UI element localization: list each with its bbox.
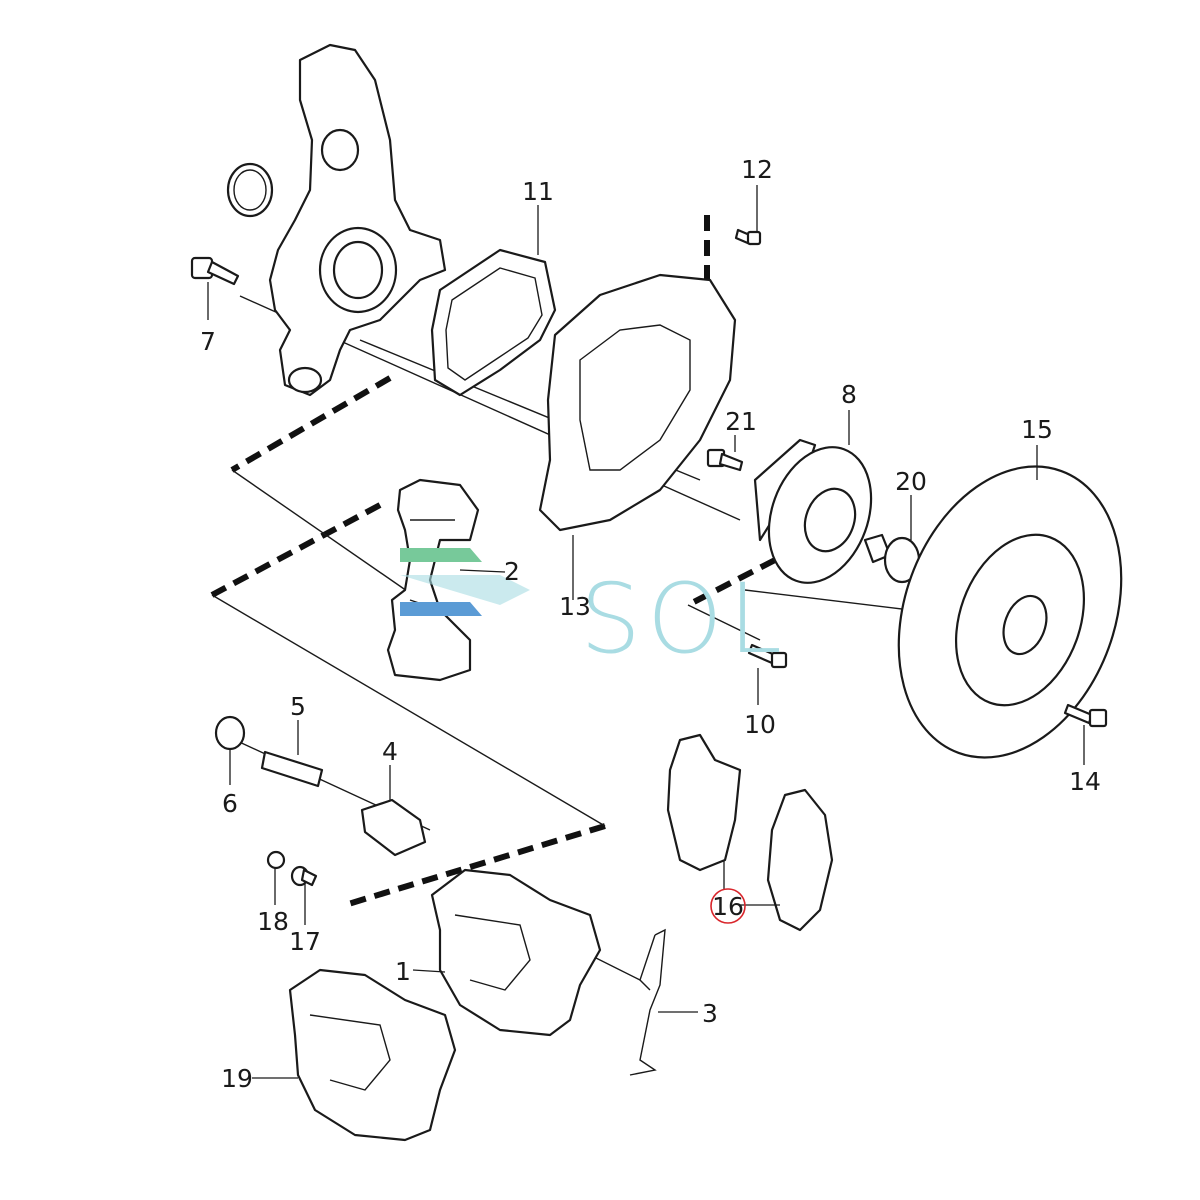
- wheel-hub-8: [753, 438, 892, 584]
- guide-bushing-4: [360, 798, 427, 857]
- callout-1: 1: [395, 957, 411, 986]
- callout-13: 13: [559, 592, 591, 621]
- callout-8: 8: [841, 380, 857, 409]
- watermark: SOL: [400, 548, 788, 675]
- gasket-11: [430, 248, 557, 397]
- alignment-dashes: [210, 215, 777, 908]
- callout-10: 10: [744, 710, 776, 739]
- guide-pin-cap-6: [214, 715, 246, 751]
- callout-2: 2: [504, 557, 520, 586]
- callout-14: 14: [1069, 767, 1101, 796]
- callout-5: 5: [290, 692, 306, 721]
- guide-pin-5: [260, 750, 324, 788]
- bolt-14: [1063, 703, 1108, 728]
- brake-caliper-19: [288, 968, 457, 1142]
- screw-12: [734, 228, 762, 246]
- callout-12: 12: [741, 155, 773, 184]
- callout-16: 16: [712, 892, 744, 921]
- callout-17: 17: [289, 927, 321, 956]
- callout-4: 4: [382, 737, 398, 766]
- callout-3: 3: [702, 999, 718, 1028]
- spring-clip-3: [629, 928, 666, 1076]
- callout-7: 7: [200, 327, 216, 356]
- callout-19: 19: [221, 1064, 253, 1093]
- bleed-screw-17: [290, 865, 318, 887]
- callout-leaders: [207, 185, 1085, 1079]
- bolt-7: [190, 256, 240, 286]
- callout-15: 15: [1021, 415, 1053, 444]
- callout-labels: 7 2 11 12 8 21 20 15 13 10 14 6 5 4 18 1…: [200, 155, 1101, 1093]
- callout-20: 20: [895, 467, 927, 496]
- bolt-21: [706, 448, 744, 472]
- bolt-10: [747, 643, 788, 669]
- steering-knuckle: [226, 43, 447, 397]
- watermark-text: SOL: [580, 563, 788, 675]
- brake-caliper-1: [430, 868, 602, 1037]
- callout-11: 11: [522, 177, 554, 206]
- callout-6: 6: [222, 789, 238, 818]
- bleed-cap-18: [266, 850, 286, 870]
- callout-21: 21: [725, 407, 757, 436]
- brake-pads-16: [666, 733, 834, 932]
- dust-shield-13: [538, 273, 737, 532]
- callout-18: 18: [257, 907, 289, 936]
- highlight-circle-16: [710, 888, 746, 924]
- brake-disc-15: [897, 465, 1123, 759]
